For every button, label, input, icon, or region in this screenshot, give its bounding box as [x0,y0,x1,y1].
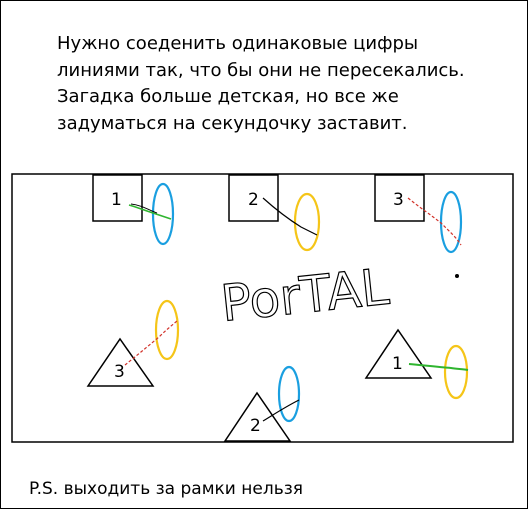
footnote: P.S. выходить за рамки нельзя [29,479,303,499]
caption-line-1: Нужно соеденить одинаковые цифры [57,33,419,54]
number-triangle-3 [86,337,155,387]
box-number-1: 1 [111,190,122,210]
portal-blue-3 [277,365,301,423]
box-number-2: 2 [248,190,259,210]
portal-blue-2 [439,190,463,254]
portal-orange-2 [154,299,180,361]
caption-line-4: задуматься на секундочку заставит. [57,112,408,134]
line-black-1 [130,203,158,214]
triangle-number-1: 1 [392,354,403,374]
caption-line-3: Загадка больше детская, но все же [57,86,399,107]
number-box-2 [228,174,279,222]
number-box-1 [92,174,143,222]
line-green-2 [408,363,469,371]
portal-blue-1 [151,182,175,246]
number-triangle-2 [223,391,292,442]
line-red-1 [407,197,462,246]
portal-scribble: PorTAL [218,258,392,333]
puzzle-caption: Нужно соеденить одинаковые цифры линиями… [57,31,517,137]
number-box-3 [374,174,425,222]
puzzle-frame [11,173,514,443]
portal-orange-3 [443,344,469,400]
portal-orange-1 [293,192,321,252]
triangle-number-3: 3 [114,362,125,382]
line-red-2 [124,320,178,366]
number-triangle-1 [364,328,433,379]
box-number-3: 3 [393,190,404,210]
caption-line-2: линиями так, что бы они не пересекались. [57,59,465,81]
line-black-2 [262,197,318,236]
scribble-dot [455,274,459,278]
line-green-1 [128,204,172,220]
triangle-number-2: 2 [250,416,261,436]
line-black-3 [262,399,300,422]
